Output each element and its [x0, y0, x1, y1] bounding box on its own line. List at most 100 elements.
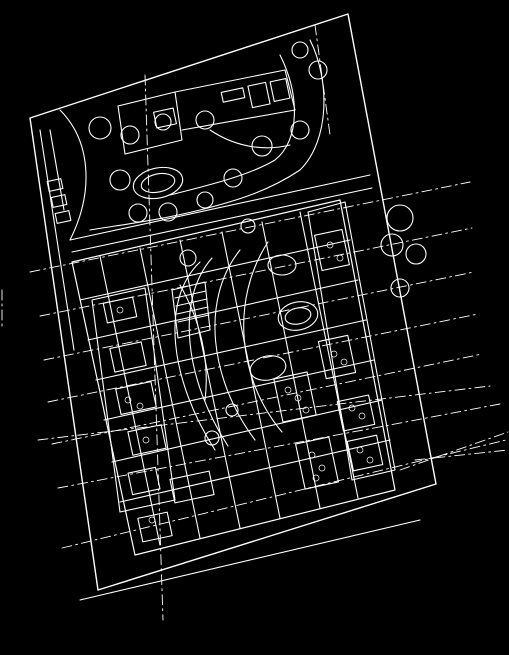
building-grid	[299, 211, 359, 499]
room	[314, 228, 350, 272]
stair-step	[175, 298, 208, 307]
tree	[128, 203, 148, 223]
garden-curve	[169, 54, 295, 196]
stair-step	[177, 314, 210, 323]
boundary-inner-line	[39, 129, 75, 351]
road-edge	[69, 174, 371, 241]
building-grid	[111, 399, 383, 463]
room	[295, 436, 339, 490]
tree	[179, 249, 197, 267]
tree	[196, 191, 214, 209]
axis-line	[57, 403, 501, 489]
furniture	[318, 464, 326, 472]
furniture	[294, 394, 302, 402]
main-building	[71, 199, 396, 556]
outer-boundary	[29, 13, 437, 591]
tree	[225, 403, 239, 417]
tree	[109, 169, 131, 191]
tree	[240, 218, 256, 234]
pavilion-room	[247, 81, 271, 109]
pavilion-room	[220, 87, 246, 103]
parking-stall	[46, 178, 64, 192]
building-grid	[95, 319, 367, 381]
boundary-bottom-line	[79, 519, 421, 601]
room	[115, 380, 157, 416]
room	[169, 470, 215, 504]
pavilion-curve	[209, 129, 291, 149]
tree	[290, 120, 310, 140]
garden-curve	[89, 39, 325, 231]
tree	[291, 41, 309, 59]
furniture	[366, 456, 374, 464]
room	[137, 511, 173, 543]
pavilion	[117, 91, 183, 155]
tree	[380, 233, 404, 257]
stair-step	[174, 290, 207, 299]
building-grid	[103, 359, 375, 421]
furniture-hatch	[116, 241, 374, 524]
room	[127, 466, 161, 496]
courtyard-curve	[188, 257, 229, 447]
building-grid	[139, 247, 201, 539]
east-trees	[380, 204, 427, 298]
parking-stall	[54, 210, 72, 224]
furniture	[348, 404, 356, 412]
building-outline	[71, 199, 396, 556]
furniture	[326, 241, 334, 249]
axis-line	[399, 431, 509, 471]
furniture	[340, 358, 348, 366]
furniture	[284, 386, 292, 394]
upper-garden	[46, 39, 328, 241]
pond-inner	[140, 172, 176, 194]
axis-line	[39, 227, 473, 317]
axis-line	[37, 385, 491, 441]
room	[336, 394, 376, 432]
building-grid	[119, 439, 391, 503]
courtyard-curve	[174, 261, 216, 451]
site-boundary	[29, 13, 437, 601]
tree	[204, 430, 220, 446]
axis-line	[414, 449, 509, 461]
room	[273, 371, 317, 423]
furniture	[308, 451, 316, 459]
garden-path	[59, 109, 87, 241]
tree	[120, 125, 140, 145]
building-grid	[261, 221, 321, 509]
room	[346, 434, 384, 472]
axis-line	[29, 181, 471, 273]
courtyard-curve	[214, 249, 256, 441]
room	[127, 424, 167, 456]
tree	[88, 116, 112, 140]
stair-step	[176, 306, 209, 315]
pavilion-room	[153, 107, 177, 129]
stair	[171, 281, 211, 339]
east-wing	[307, 201, 396, 481]
round-court	[277, 301, 319, 331]
courtyard-curve	[243, 241, 283, 433]
building-grid	[99, 255, 161, 546]
furniture	[148, 516, 156, 524]
round-feature	[249, 355, 287, 381]
furniture	[358, 412, 366, 420]
tree	[223, 168, 243, 188]
west-wing	[91, 287, 176, 513]
room	[109, 341, 147, 373]
axis-line	[51, 353, 483, 445]
furniture	[336, 254, 344, 262]
tree	[308, 60, 328, 80]
tree	[158, 202, 178, 222]
axis-line	[144, 74, 164, 621]
courtyard-curve	[179, 284, 207, 401]
axis-line	[61, 439, 507, 549]
furniture	[142, 436, 150, 444]
axis-line	[47, 313, 479, 403]
building-grid	[87, 279, 359, 341]
room	[317, 334, 357, 380]
furniture	[312, 474, 320, 482]
round-court-inner	[284, 307, 312, 325]
tree	[386, 204, 414, 232]
axis-lines	[1, 24, 509, 621]
furniture	[124, 396, 132, 404]
